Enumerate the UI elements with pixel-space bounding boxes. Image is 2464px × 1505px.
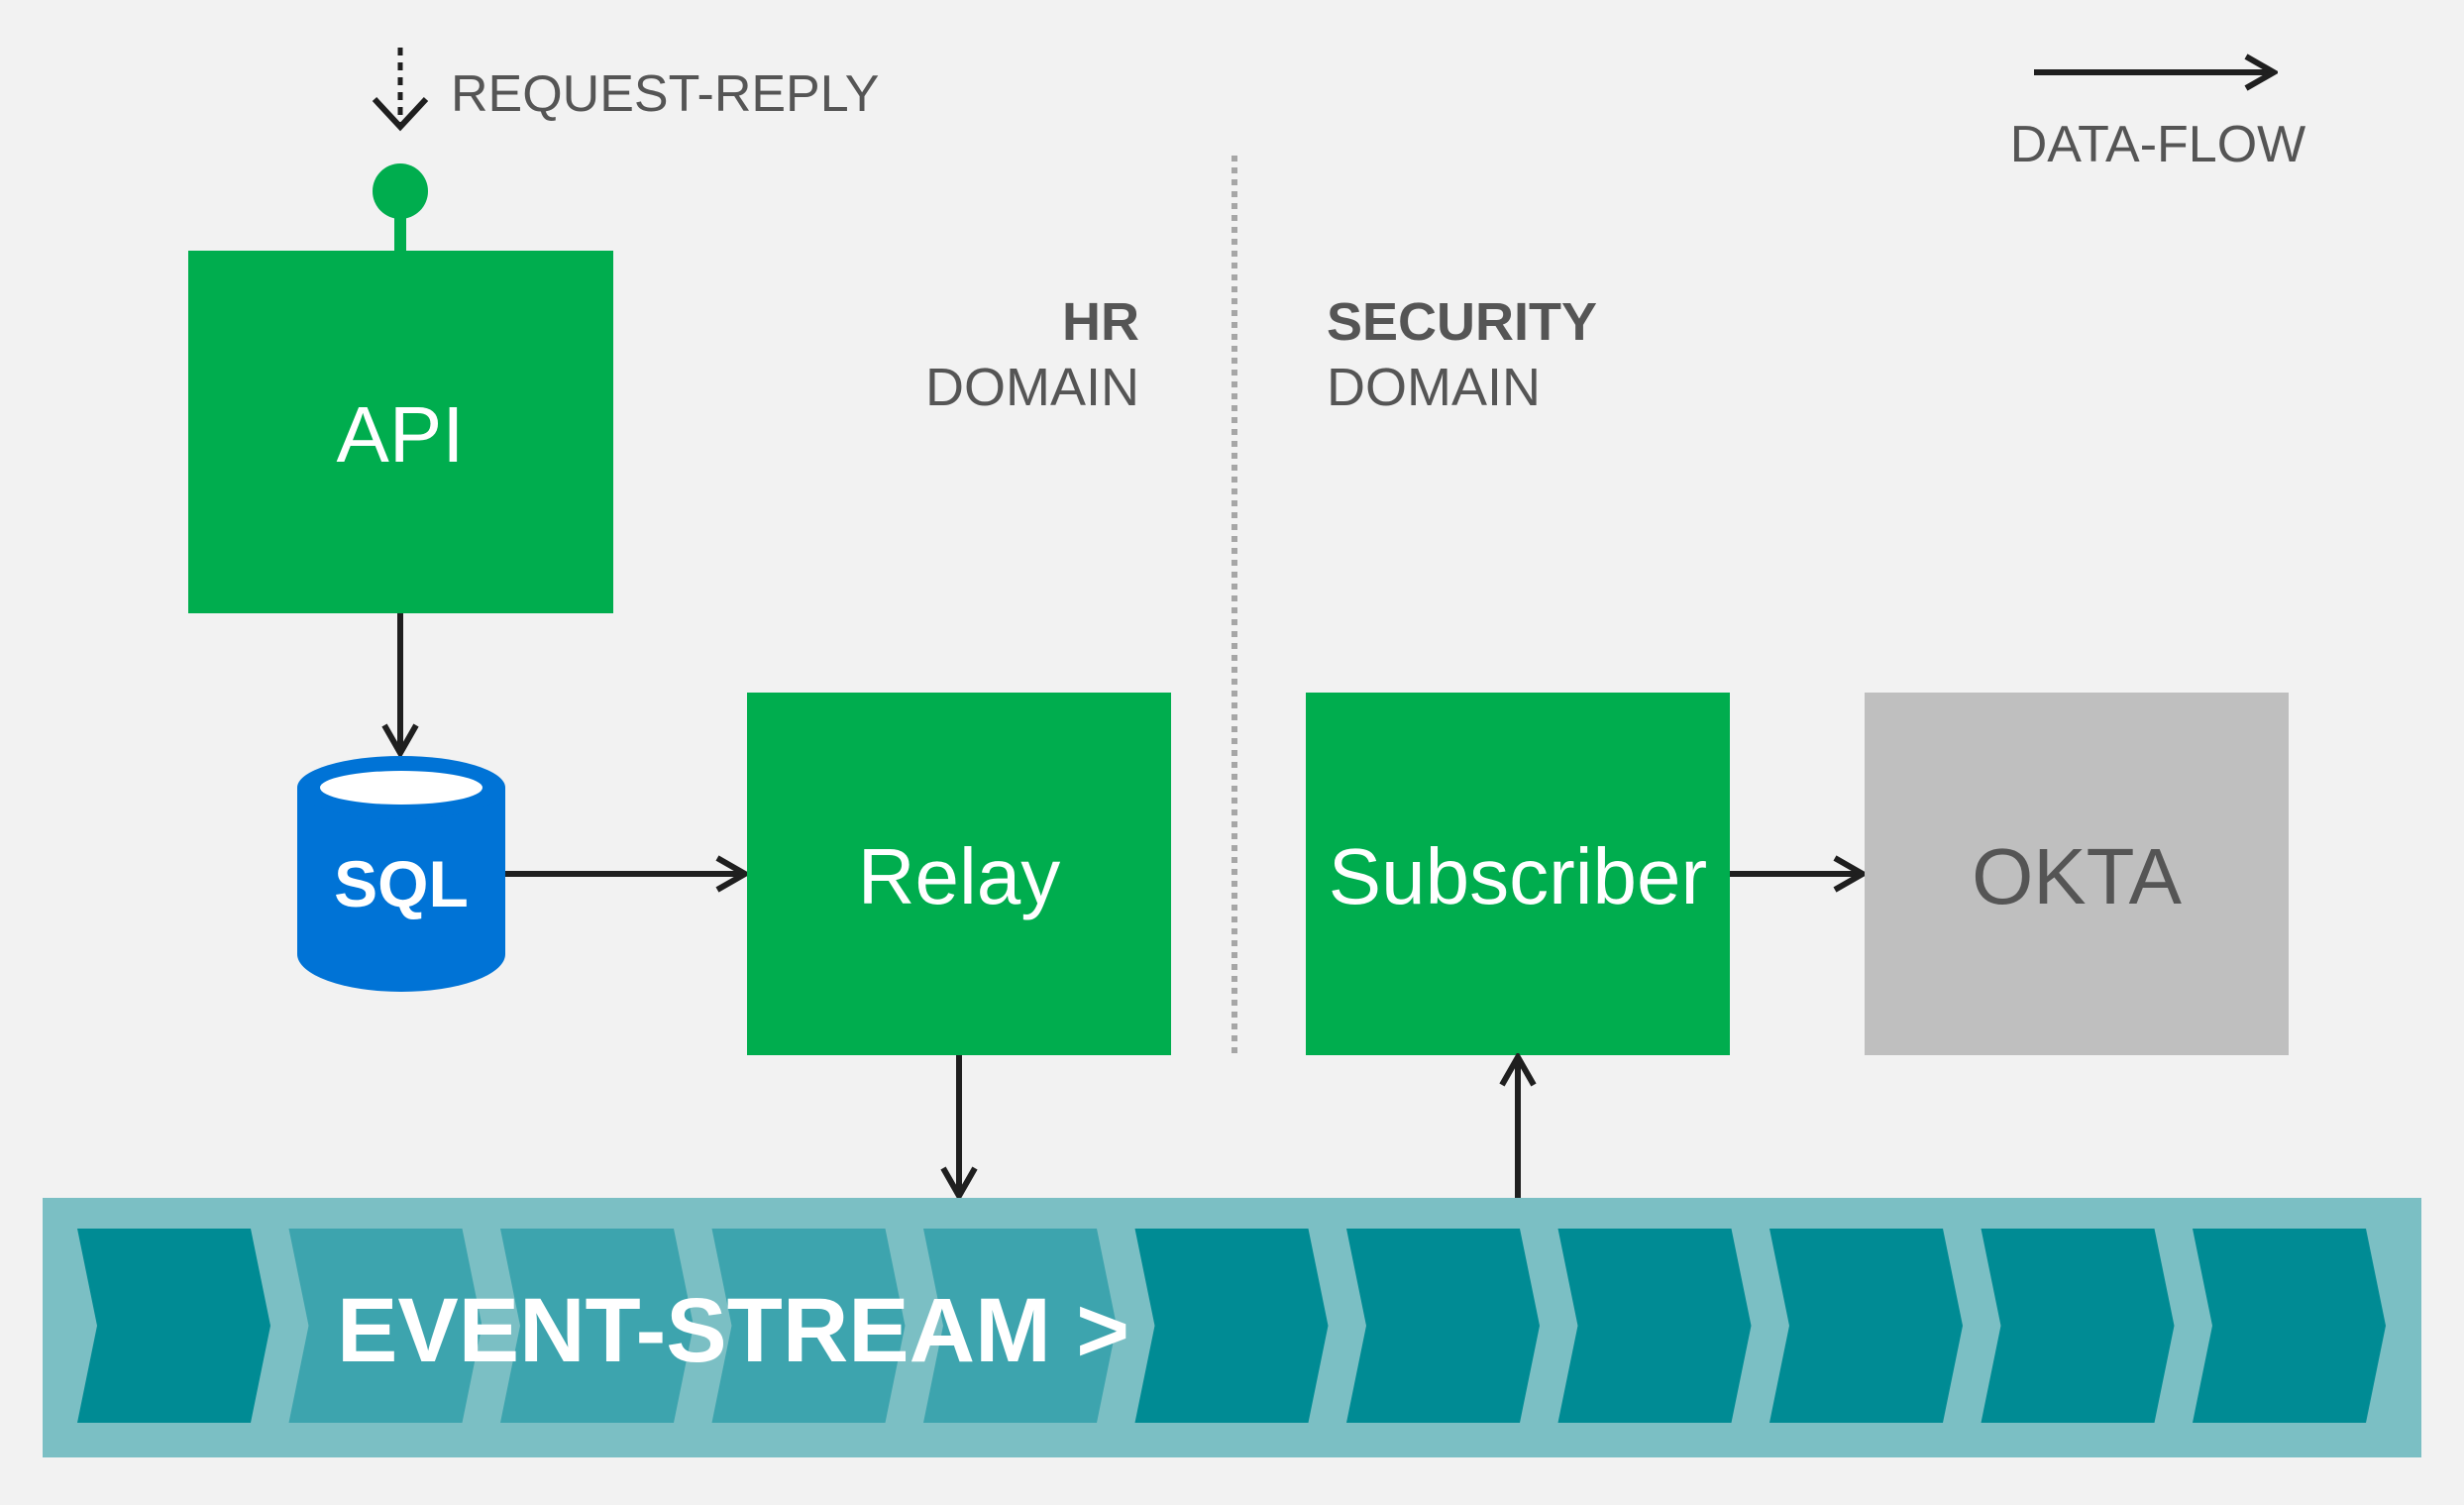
sql-database[interactable]: SQL <box>297 756 505 992</box>
event-stream[interactable]: EVENT-STREAM > <box>43 1198 2421 1457</box>
event-stream-chevron <box>1981 1229 2175 1423</box>
event-stream-chevron <box>1557 1229 1752 1423</box>
legend-request-reply: REQUEST-REPLY <box>372 48 879 132</box>
security-domain-label: SECURITY DOMAIN <box>1327 292 1597 417</box>
hr-domain-suffix: DOMAIN <box>925 358 1139 417</box>
legend-data-flow: DATA-FLOW <box>2010 72 2306 173</box>
relay-node[interactable]: Relay <box>747 693 1171 1055</box>
okta-node[interactable]: OKTA <box>1865 693 2289 1055</box>
hr-domain-name: HR <box>1062 292 1139 352</box>
event-stream-chevron <box>1346 1229 1540 1423</box>
event-stream-chevron <box>288 1229 482 1423</box>
subscriber-label: Subscriber <box>1329 832 1707 920</box>
request-reply-arrowhead <box>372 96 429 132</box>
okta-box[interactable] <box>1865 693 2289 1055</box>
event-stream-chevron <box>711 1229 906 1423</box>
relay-label: Relay <box>858 832 1061 920</box>
event-stream-chevrons <box>77 1229 2386 1423</box>
api-label: API <box>337 390 465 479</box>
data-flow-label: DATA-FLOW <box>2010 116 2306 173</box>
api-endpoint-dot <box>373 163 428 219</box>
hr-domain-label: HR DOMAIN <box>925 292 1139 417</box>
api-node[interactable]: API <box>188 163 613 613</box>
event-stream-label: EVENT-STREAM > <box>337 1280 1129 1381</box>
okta-label: OKTA <box>1972 832 2183 920</box>
security-domain-suffix: DOMAIN <box>1327 358 1541 417</box>
subscriber-box[interactable] <box>1306 693 1730 1055</box>
event-stream-chevron <box>923 1229 1117 1423</box>
event-stream-chevron <box>500 1229 694 1423</box>
relay-box[interactable] <box>747 693 1171 1055</box>
database-cylinder-body <box>297 788 505 992</box>
api-box[interactable] <box>188 251 613 613</box>
event-stream-chevron <box>1769 1229 1963 1423</box>
event-stream-chevron <box>1134 1229 1329 1423</box>
subscriber-node[interactable]: Subscriber <box>1306 693 1730 1055</box>
database-label: SQL <box>334 847 469 920</box>
request-reply-label: REQUEST-REPLY <box>451 65 879 123</box>
security-domain-name: SECURITY <box>1327 292 1597 352</box>
event-stream-chevron <box>2193 1229 2386 1423</box>
event-stream-chevron <box>77 1229 270 1423</box>
database-cylinder-top-face <box>320 771 482 805</box>
